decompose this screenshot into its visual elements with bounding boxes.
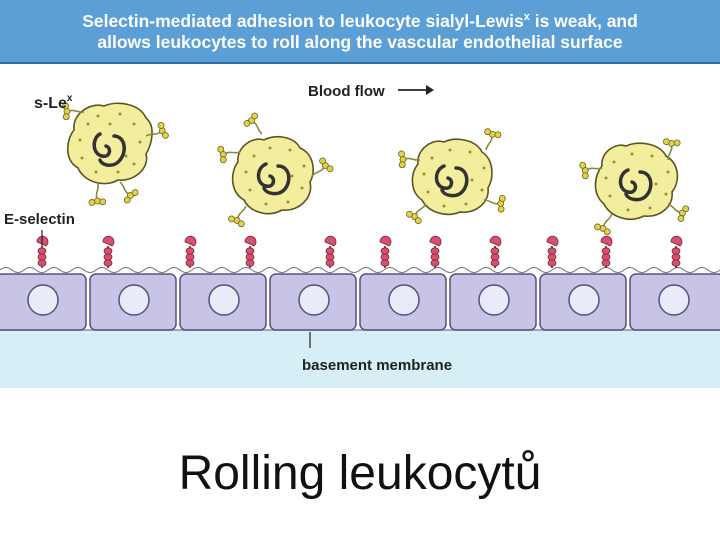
e-selectin-molecule [489,235,502,269]
e-selectin-molecule [429,235,442,269]
endothelial-nucleus [118,284,150,316]
leukocyte-2 [213,111,335,232]
figure: Selectin-mediated adhesion to leukocyte … [0,0,720,388]
figure-header: Selectin-mediated adhesion to leukocyte … [0,0,720,64]
e-selectin-molecules [36,235,683,269]
endothelial-nucleus [388,284,420,316]
header-line-1-end: is weak, and [529,10,638,31]
leukocyte-1 [56,100,172,212]
e-selectin-molecule [670,235,683,269]
glycocalyx [0,267,720,273]
basement-membrane-label: basement membrane [302,357,452,374]
slex-label-superscript: x [67,93,73,104]
leukocyte-4 [575,132,694,240]
e-selectin-molecule [244,235,257,269]
endothelial-nucleus [478,284,510,316]
slide-caption: Rolling leukocytů [178,447,542,500]
endothelial-nucleus [208,284,240,316]
header-line-1-text: Selectin-mediated adhesion to leukocyte … [82,10,524,31]
header-superscript: x [523,11,530,23]
endothelial-nucleus [27,284,59,316]
endothelial-nucleus [568,284,600,316]
blood-flow-arrow [398,85,434,95]
basement-membrane-layer [0,330,720,388]
leukocyte-3 [392,122,512,228]
endothelial-layer [0,273,720,331]
e-selectin-label: E-selectin [4,211,75,228]
slex-label: s-Lex [34,93,73,112]
blood-flow-label: Blood flow [308,83,385,100]
rolling-diagram: s-Lex E-selectin Blood flow basement mem… [0,83,720,388]
e-selectin-molecule [546,235,559,269]
e-selectin-molecule [324,235,337,269]
e-selectin-molecule [102,235,115,269]
slex-label-text: s-Le [34,95,67,112]
endothelial-nucleus [658,284,690,316]
header-line-2: allows leukocytes to roll along the vasc… [97,32,623,52]
endothelial-nucleus [298,284,330,316]
e-selectin-molecule [379,235,392,269]
e-selectin-molecule [184,235,197,269]
e-selectin-molecule [600,235,613,269]
header-line-1: Selectin-mediated adhesion to leukocyte … [0,6,720,32]
